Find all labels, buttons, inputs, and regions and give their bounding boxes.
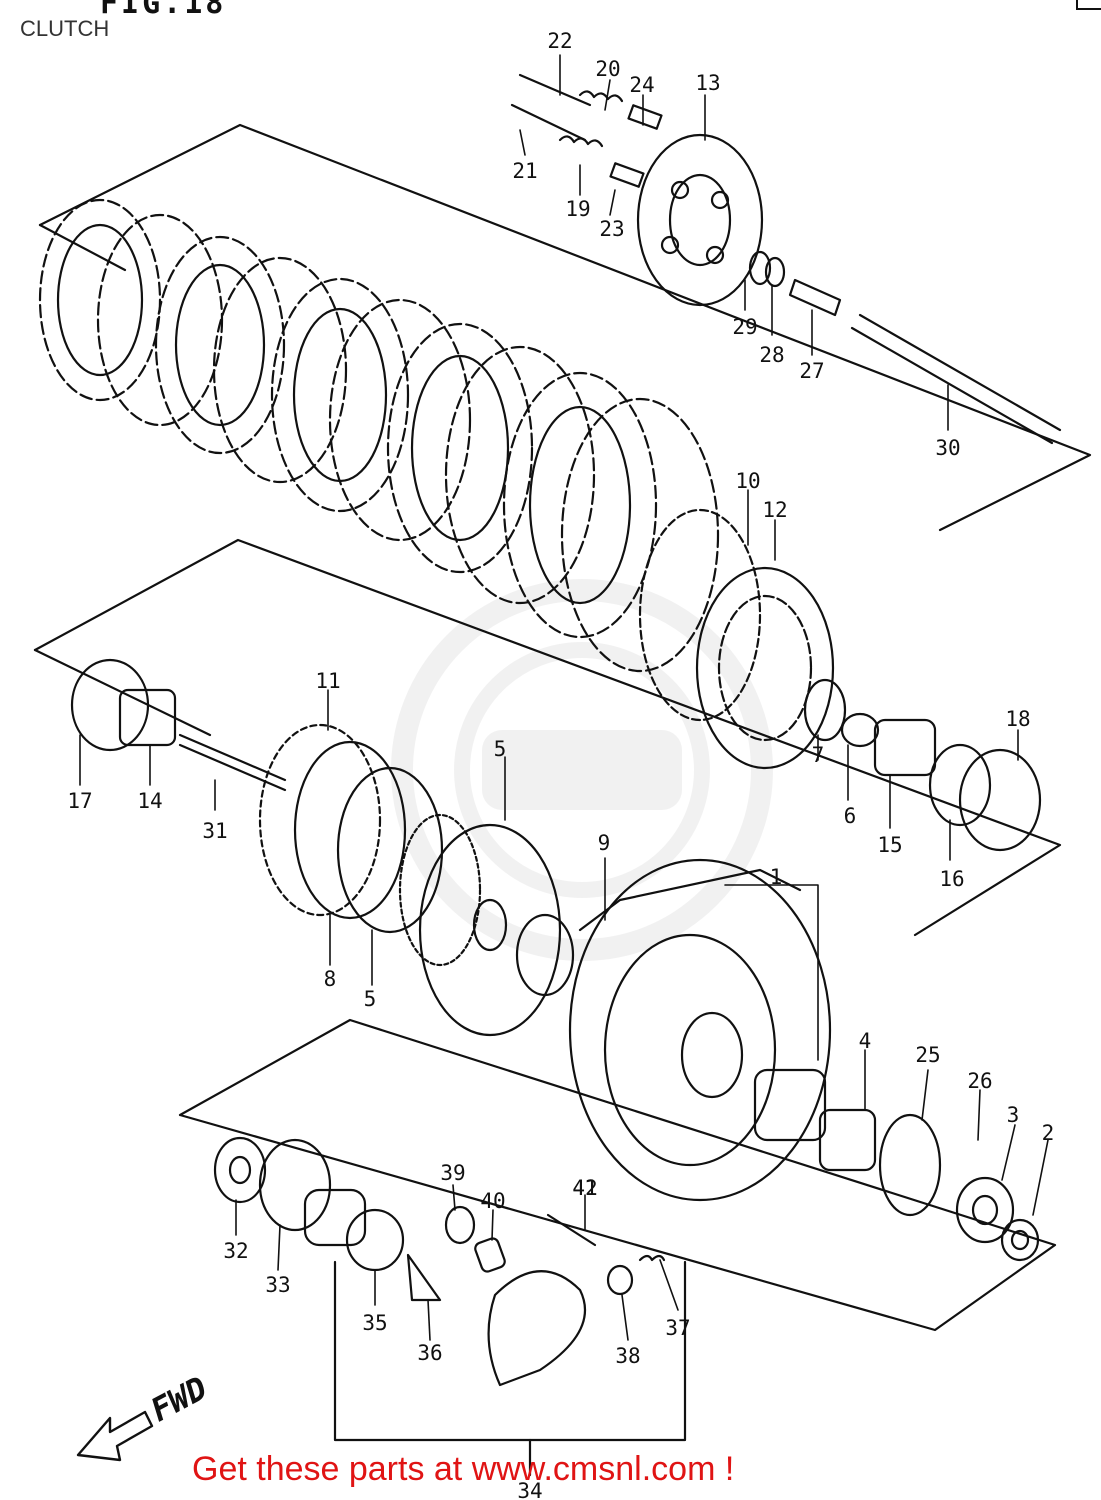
clutch-housing [568, 858, 832, 1202]
part-callout-33: 33 [265, 1273, 290, 1297]
leader-lines [79, 54, 1049, 1341]
part-callout-5: 5 [494, 737, 507, 761]
part-callout-28: 28 [759, 343, 784, 367]
part-callout-1: 1 [770, 865, 783, 889]
part-callout-25: 25 [915, 1043, 940, 1067]
part-callout-26: 26 [967, 1069, 992, 1093]
footer-link[interactable]: Get these parts at www.cmsnl.com ! [192, 1450, 735, 1488]
part-callout-24: 24 [629, 73, 654, 97]
frame-middle [33, 538, 1062, 937]
page-title: CLUTCH [20, 16, 110, 41]
lower-left-parts [213, 1136, 442, 1302]
part-callout-16: 16 [939, 867, 964, 891]
lower-cover-parts [444, 1205, 666, 1387]
part-callout-15: 15 [877, 833, 902, 857]
left-hub-assembly [70, 658, 287, 792]
part-callout-17: 17 [67, 789, 92, 813]
clutch-plate-stack [38, 198, 835, 770]
pressure-plate [510, 73, 1062, 445]
part-callout-27: 27 [799, 359, 824, 383]
clutch-hub [258, 723, 444, 934]
corner-mark [1076, 0, 1101, 10]
bracket-35 [333, 1260, 687, 1442]
part-callout-12: 12 [762, 498, 787, 522]
part-callout-9: 9 [598, 831, 611, 855]
part-callout-21: 21 [512, 159, 537, 183]
part-callout-4: 4 [859, 1029, 872, 1053]
part-callout-10: 10 [735, 469, 760, 493]
part-callout-22: 22 [547, 29, 572, 53]
part-callout-34: 34 [517, 1479, 542, 1500]
part-callout-23: 23 [599, 217, 624, 241]
part-callout-13: 13 [695, 71, 720, 95]
part-callouts: 1234556789101112131415161718192021222324… [67, 29, 1054, 1500]
part-callout-5: 5 [364, 987, 377, 1011]
part-callout-35: 35 [362, 1311, 387, 1335]
part-callout-18: 18 [1005, 707, 1030, 731]
part-callout-8: 8 [324, 967, 337, 991]
frame-lower [178, 1018, 1057, 1332]
part-callout-37: 37 [665, 1316, 690, 1340]
part-callout-30: 30 [935, 436, 960, 460]
part-callout-38: 38 [615, 1344, 640, 1368]
part-callout-14: 14 [137, 789, 162, 813]
part-callout-39: 39 [440, 1161, 465, 1185]
frame-plates [38, 123, 1092, 532]
part-callout-3: 3 [1007, 1103, 1020, 1127]
right-middle-parts [803, 678, 1042, 852]
part-callout-40: 40 [480, 1189, 505, 1213]
part-callout-32: 32 [223, 1239, 248, 1263]
part-callout-41: 41 [572, 1176, 597, 1200]
part-callout-7: 7 [812, 743, 825, 767]
part-callout-42: 42 [572, 1176, 597, 1200]
part-callout-36: 36 [417, 1341, 442, 1365]
part-callout-20: 20 [595, 57, 620, 81]
right-shaft-parts [818, 1108, 1040, 1262]
fwd-arrow-icon [76, 1410, 154, 1462]
part-callout-11: 11 [315, 669, 340, 693]
part-callout-19: 19 [565, 197, 590, 221]
part-callout-2: 2 [1042, 1121, 1055, 1145]
center-gear [398, 813, 575, 1037]
part-callout-6: 6 [844, 804, 857, 828]
figure-label: FIG.18 [100, 0, 227, 21]
part-callout-31: 31 [202, 819, 227, 843]
part-callout-29: 29 [732, 315, 757, 339]
